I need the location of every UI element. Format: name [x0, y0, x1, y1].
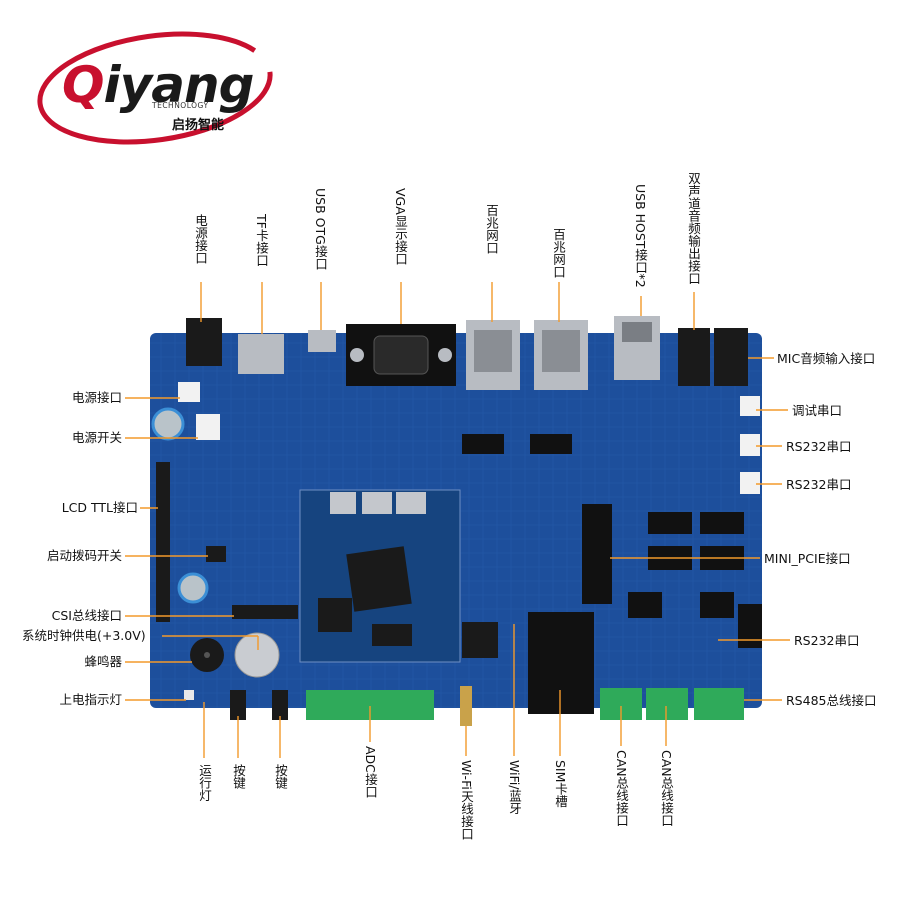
label-mic-in: MIC音频输入接口	[777, 351, 876, 366]
label-rs232-3: RS232串口	[794, 633, 860, 648]
logo-brand-q: Q	[62, 56, 105, 114]
label-usb-otg: USB OTG接口	[313, 188, 328, 270]
nand-chip	[372, 624, 412, 646]
label-mini-pcie: MINI_PCIE接口	[764, 551, 851, 566]
label-vga: VGA显示接口	[393, 188, 408, 265]
rtc-battery	[234, 632, 280, 678]
audio-jack-mic	[714, 328, 748, 386]
label-ethernet-1: 百兆网口	[484, 204, 499, 254]
label-rs232-1: RS232串口	[786, 439, 852, 454]
key-2-part	[272, 690, 288, 720]
label-tf-card: TF卡接口	[254, 214, 269, 267]
capacitor-1	[151, 407, 185, 441]
label-boot-dip: 启动拨码开关	[46, 548, 122, 563]
led-part	[184, 690, 194, 700]
label-adc: ADC接口	[363, 746, 378, 798]
label-power-jack: 电源接口	[193, 214, 208, 264]
label-sim-slot: SIM卡槽	[553, 760, 568, 808]
pointer-lines	[125, 282, 790, 758]
lcd-header	[156, 462, 170, 622]
cpu-chip	[346, 546, 412, 612]
capacitor-2	[177, 572, 209, 604]
can2-terminal	[646, 688, 688, 720]
label-rs485: RS485总线接口	[786, 693, 877, 708]
power-switch	[196, 414, 220, 440]
label-wifi-bt: WiFi/蓝牙	[507, 760, 522, 815]
memory-chip	[318, 598, 352, 632]
usb-otg-port	[308, 330, 336, 352]
label-csi-bus: CSI总线接口	[51, 608, 122, 623]
label-buzzer: 蜂鸣器	[84, 654, 122, 669]
label-key-2: 按键	[273, 764, 288, 789]
label-audio-out: 双声道音频输出接口	[686, 172, 701, 285]
label-ethernet-2: 百兆网口	[551, 228, 566, 278]
label-key-1: 按键	[231, 764, 246, 789]
label-power-led: 上电指示灯	[59, 692, 122, 707]
logo-brand-rest: iyang	[103, 56, 255, 114]
label-run-led: 运行灯	[197, 764, 212, 802]
dc-jack	[186, 318, 222, 366]
sim-slot-part	[528, 612, 594, 714]
logo-swoosh	[37, 31, 273, 145]
label-can-2: CAN总线接口	[659, 750, 674, 827]
label-power-switch: 电源开关	[71, 430, 122, 445]
label-rtc-supply: 系统时钟供电(+3.0V)	[22, 628, 146, 643]
label-rs232-2: RS232串口	[786, 477, 852, 492]
debug-header	[740, 396, 760, 416]
audio-jack-out	[678, 328, 710, 386]
logo-brand: Qiyang	[62, 56, 255, 114]
label-can-1: CAN总线接口	[614, 750, 629, 827]
tf-slot	[238, 334, 284, 374]
label-power-port: 电源接口	[71, 390, 122, 405]
logo-cn-name: 启扬智能	[172, 118, 225, 133]
mini-pcie-slot	[582, 504, 612, 604]
label-usb-host: USB HOST接口*2	[633, 184, 648, 288]
key-1-part	[230, 690, 246, 720]
logo-tagline: TECHNOLOGY	[152, 101, 209, 110]
power-header	[178, 382, 200, 402]
boot-dip	[206, 546, 226, 562]
label-lcd-ttl: LCD TTL接口	[61, 500, 138, 515]
rs485-terminal	[694, 688, 744, 720]
label-debug-uart: 调试串口	[792, 403, 843, 418]
wifi-module	[462, 622, 498, 658]
csi-header	[232, 605, 298, 619]
rs232-db-3	[738, 604, 762, 648]
rs232-header-1	[740, 434, 760, 456]
rs232-header-2	[740, 472, 760, 494]
wifi-antenna	[460, 686, 472, 726]
label-wifi-antenna: Wi-Fi天线接口	[459, 760, 474, 840]
